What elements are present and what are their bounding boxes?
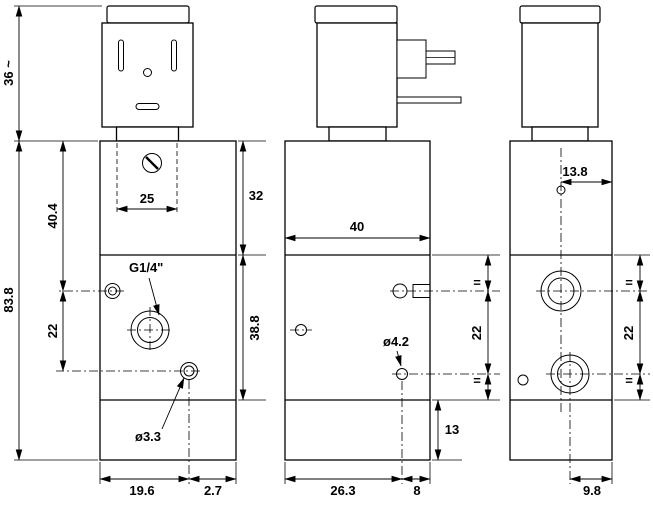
leader-line bbox=[148, 277, 160, 316]
body-outline bbox=[284, 140, 431, 461]
top-hole bbox=[556, 185, 566, 195]
dim-label-equal-top: = bbox=[625, 275, 633, 290]
front-view: 36 ~ 83.8 40.4 22 25 32 bbox=[1, 5, 266, 498]
mounting-nut bbox=[531, 126, 589, 142]
dim-label-mid-section: 38.8 bbox=[247, 315, 262, 340]
small-hole bbox=[517, 374, 529, 386]
coil-slot-left bbox=[118, 39, 124, 72]
dim-bottom-offset-back: 9.8 bbox=[569, 462, 613, 498]
coil-body bbox=[316, 22, 398, 128]
dim-label-bottom-offset: 26.3 bbox=[330, 483, 355, 498]
dim-label-bottom-offset: 9.8 bbox=[583, 483, 601, 498]
dim-label-bottom-edge: 2.7 bbox=[204, 483, 222, 498]
body-outline bbox=[99, 140, 237, 461]
solenoid-front bbox=[101, 5, 194, 142]
dim-label-bottom-offset: 19.6 bbox=[129, 483, 154, 498]
dim-bottom-section-height: 13 bbox=[432, 399, 462, 461]
dim-port-spacing-front: 22 bbox=[45, 290, 200, 372]
dim-bottom-edge-side: 8 bbox=[401, 462, 431, 498]
dim-label-port-spacing: 22 bbox=[469, 326, 484, 340]
thread-label: G1/4" bbox=[129, 260, 163, 275]
screw-head bbox=[142, 153, 162, 173]
mounting-nut bbox=[115, 126, 180, 142]
dim-top-section-height: 32 bbox=[238, 140, 266, 256]
back-view: 13.8 = 22 = 9.8 bbox=[509, 5, 650, 498]
side-view: 40 ø4.2 = 22 = 13 26.3 bbox=[284, 5, 500, 498]
coil-body bbox=[521, 22, 599, 128]
dim-label-port-spacing: 22 bbox=[45, 324, 60, 338]
dim-label-port-spacing: 22 bbox=[621, 326, 636, 340]
small-hole-label: ø3.3 bbox=[135, 429, 161, 444]
dim-nut-width: 25 bbox=[116, 143, 178, 214]
dim-label-bottom-edge: 8 bbox=[413, 483, 420, 498]
leader-line bbox=[395, 350, 402, 367]
hole-label: ø4.2 bbox=[383, 334, 409, 349]
dim-body-height: 83.8 bbox=[1, 140, 98, 461]
dim-port-edge-offset: 13.8 bbox=[560, 164, 613, 186]
hole-callout: ø4.2 bbox=[383, 334, 409, 367]
dim-label-equal-bottom: = bbox=[473, 373, 481, 388]
screw-slot bbox=[145, 156, 159, 170]
coil-body bbox=[101, 22, 194, 128]
dim-bottom-edge-front: 2.7 bbox=[188, 462, 237, 498]
dim-body-width: 40 bbox=[284, 219, 431, 242]
valve-body-back bbox=[509, 140, 613, 484]
dim-label-equal-bottom: = bbox=[625, 373, 633, 388]
dim-bottom-offset-side: 26.3 bbox=[284, 381, 403, 498]
dim-right-side-back: = 22 = bbox=[536, 254, 650, 401]
valve-body-front bbox=[99, 140, 237, 461]
mounting-nut bbox=[328, 126, 387, 142]
dim-label-port-top-offset: 40.4 bbox=[45, 203, 60, 229]
dim-label-port-edge-offset: 13.8 bbox=[562, 164, 587, 179]
dim-mid-section-height: 38.8 bbox=[238, 254, 266, 401]
dim-label-equal-top: = bbox=[473, 275, 481, 290]
dim-port-top-offset: 40.4 bbox=[45, 140, 124, 292]
connector-body bbox=[396, 39, 427, 79]
dim-coil-height: 36 ~ bbox=[1, 5, 102, 142]
solenoid-back bbox=[519, 5, 601, 142]
dim-label-body-width: 40 bbox=[350, 219, 364, 234]
small-hole-callout: ø3.3 bbox=[135, 377, 185, 444]
coil-center-hole bbox=[143, 68, 152, 77]
dim-right-side: = 22 = bbox=[390, 254, 500, 401]
leader-line bbox=[161, 377, 185, 430]
coil-slot-right bbox=[171, 39, 177, 72]
dim-label-coil-height: 36 ~ bbox=[1, 60, 16, 86]
thread-callout: G1/4" bbox=[129, 260, 163, 316]
dim-label-body-height: 83.8 bbox=[1, 287, 16, 312]
dim-label-bottom-section: 13 bbox=[445, 422, 459, 437]
valve-body-side bbox=[284, 140, 431, 461]
dim-label-nut-width: 25 bbox=[140, 191, 154, 206]
dim-label-top-section: 32 bbox=[249, 188, 263, 203]
dim-bottom-offset-front: 19.6 bbox=[99, 380, 190, 498]
solenoid-side bbox=[314, 5, 462, 142]
mounting-bracket bbox=[396, 96, 462, 104]
coil-bottom-slot bbox=[135, 103, 160, 110]
